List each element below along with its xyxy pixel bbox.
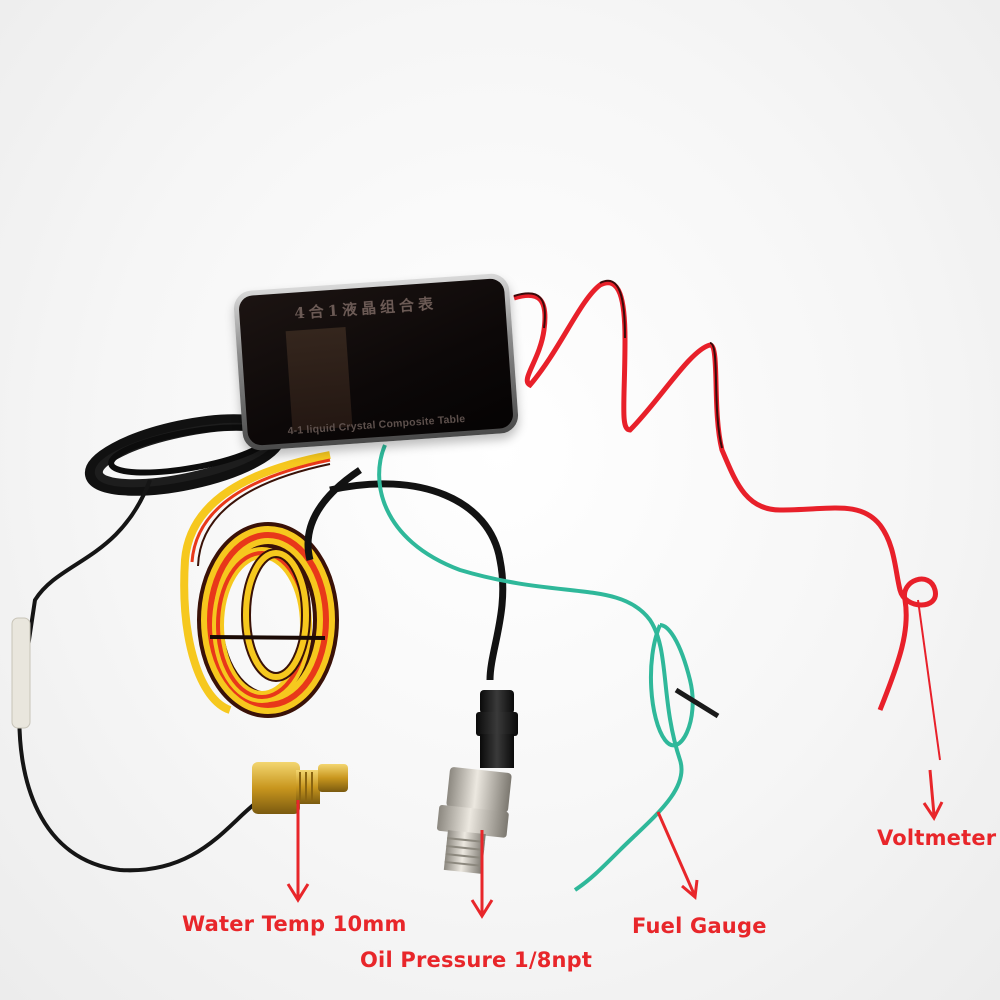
device-title-chinese: 4合1液晶组合表 [293,294,438,323]
oil-pressure-sensor [437,690,518,874]
fuel-gauge-label: Fuel Gauge [632,914,767,938]
fuel-gauge-arrow [656,811,699,900]
voltmeter-wire [513,280,941,761]
oil-pressure-arrow [470,830,494,919]
water-temp-arrow [286,800,310,903]
voltmeter-label: Voltmeter [877,826,997,850]
lcd-segment-panel [285,327,353,431]
lcd-screen: 4合1液晶组合表 4-1 liquid Crystal Composite Ta… [238,277,514,447]
water-temp-sensor [252,762,348,814]
harness-wire [180,451,331,714]
lcd-combination-gauge: 4合1液晶组合表 4-1 liquid Crystal Composite Ta… [232,272,520,452]
harness-coil [197,522,339,718]
oil-pressure-label: Oil Pressure 1/8npt [360,948,593,972]
water-temp-wire [17,479,262,873]
voltmeter-arrow [922,769,944,821]
water-temp-label: Water Temp 10mm [182,912,407,936]
fuel-gauge-wire [377,444,720,892]
oil-pressure-wire [304,467,507,681]
bullet-connector [11,617,31,729]
annotation-arrows [286,769,944,919]
